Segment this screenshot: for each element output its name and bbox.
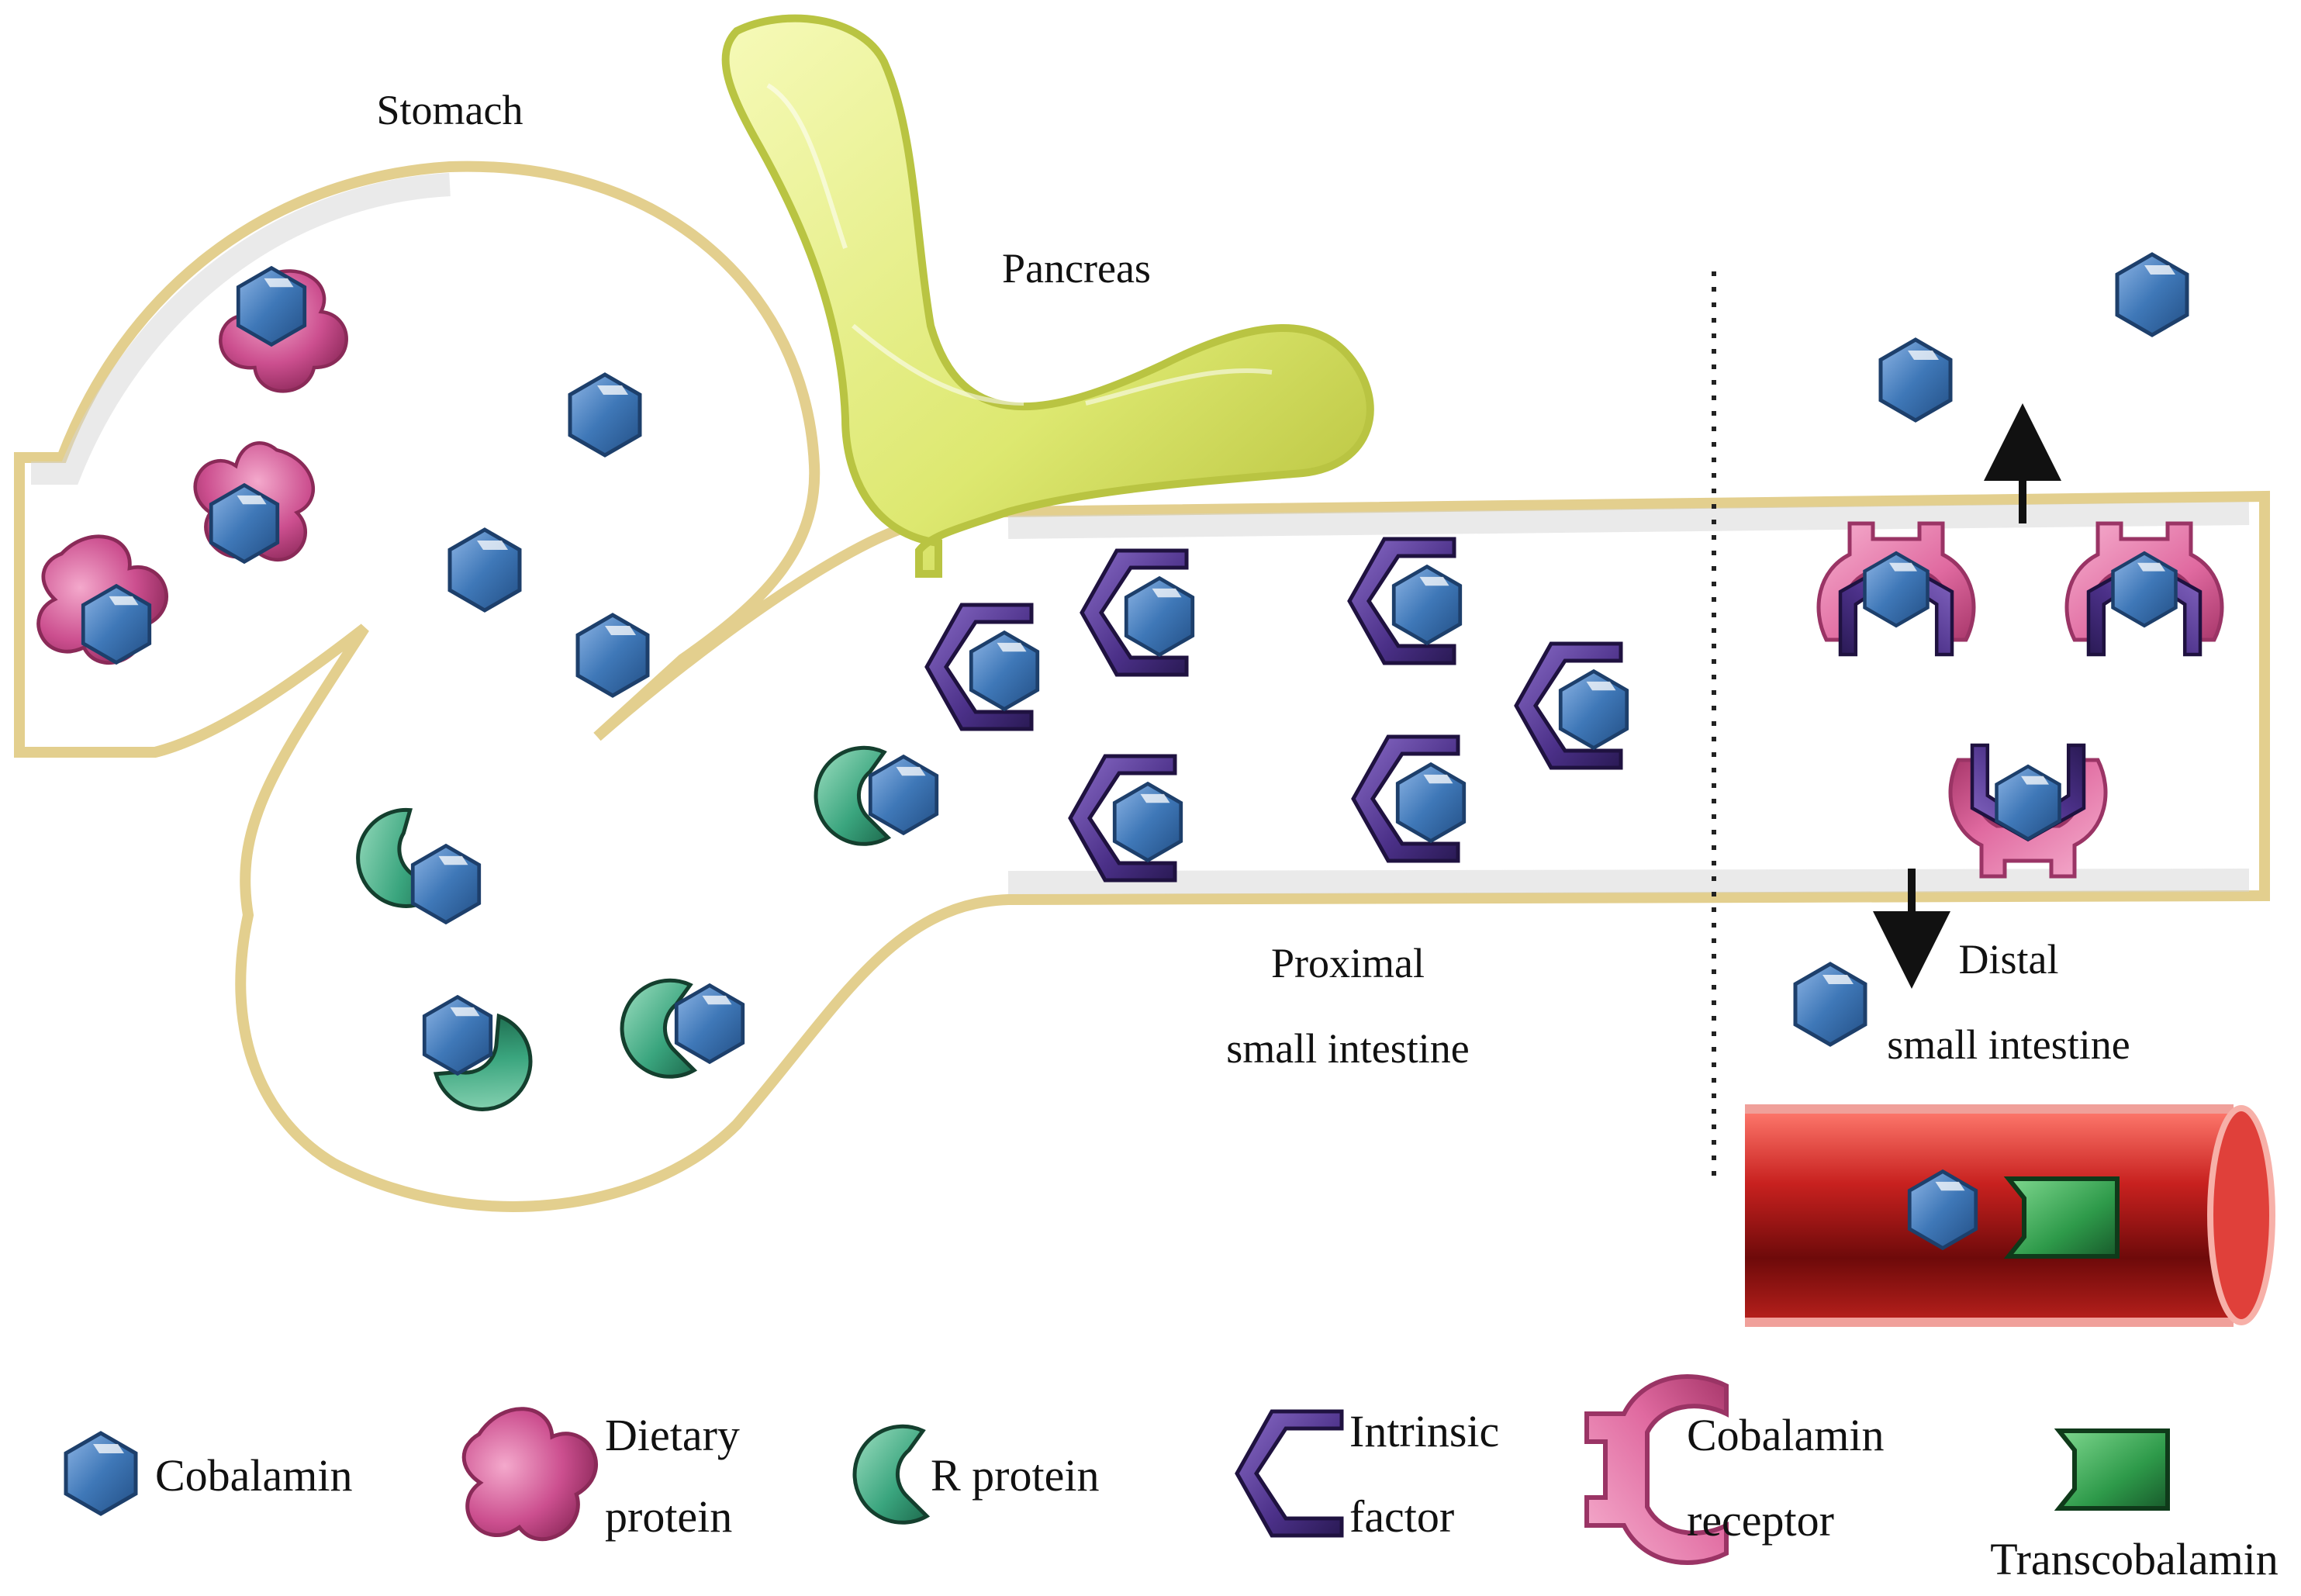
proximal-label-line1: Proximal [1271,940,1425,986]
cobalamin-icon [1394,567,1460,644]
cobalamin-icon [971,633,1038,710]
cobalamin-icon [870,757,937,834]
proximal-label-line2: small intestine [1226,1025,1469,1072]
cobalamin-icon [578,615,648,696]
legend-if-label-line1: Intrinsic [1349,1406,1499,1456]
cobalamin-icon [1997,766,2060,839]
legend-dietary-label-line2: protein [605,1491,732,1542]
legend-receptor-label-line2: receptor [1687,1495,1834,1546]
cobalamin-icon [211,485,278,562]
blood-vessel [1745,1104,2275,1327]
legend-item-intrinsic-factor: Intrinsic factor [1237,1406,1499,1542]
legend-item-r-protein: R protein [855,1426,1099,1522]
pancreas-label: Pancreas [1002,245,1151,292]
stomach-label: Stomach [377,87,523,133]
legend: Cobalamin Dietary protein R protein Intr… [66,1377,2279,1584]
cobalamin-icon [1881,340,1950,420]
legend-dietary-label-line1: Dietary [605,1410,740,1460]
cobalamin-icon [1909,1172,1976,1249]
transcobalamin-icon [2059,1431,2168,1508]
legend-item-cobalamin: Cobalamin [66,1433,353,1514]
dietary-protein-icon [433,1384,620,1569]
cobalamin-icon [2113,553,2176,626]
cobalamin-icon [1398,765,1464,841]
cobalamin-icon [450,530,520,610]
cobalamin-icon [424,997,491,1074]
cobalamin-icon [413,846,479,923]
cobalamin-icon [1126,579,1193,655]
legend-item-transcobalamin: Transcobalamin [1990,1431,2279,1584]
cobalamin-icon [2117,254,2187,335]
distal-label-line2: small intestine [1887,1021,2130,1068]
legend-if-label-line2: factor [1349,1491,1454,1542]
legend-transcobalamin-label: Transcobalamin [1990,1534,2279,1584]
cobalamin-icon [1865,553,1928,626]
legend-item-cobalamin-receptor: Cobalamin receptor [1587,1377,1885,1563]
legend-receptor-label-line1: Cobalamin [1687,1410,1885,1460]
cobalamin-icon [1560,672,1627,748]
cobalamin-icon [83,586,150,663]
pancreas-organ [721,14,1374,578]
r-protein-icon [855,1426,927,1522]
intrinsic-factor-icon [1237,1411,1342,1536]
distal-intestine-contents [1795,254,2222,1256]
legend-r-protein-label: R protein [931,1450,1099,1501]
legend-cobalamin-label: Cobalamin [155,1450,353,1501]
cobalamin-icon [570,375,640,455]
cobalamin-icon [1114,784,1181,861]
legend-item-dietary-protein: Dietary protein [433,1384,740,1569]
cobalamin-icon [238,268,305,345]
cobalamin-icon [66,1433,136,1514]
distal-label-line1: Distal [1959,936,2059,983]
cobalamin-icon [1795,964,1865,1045]
cobalamin-icon [676,986,743,1062]
transcobalamin-icon [2009,1179,2117,1256]
